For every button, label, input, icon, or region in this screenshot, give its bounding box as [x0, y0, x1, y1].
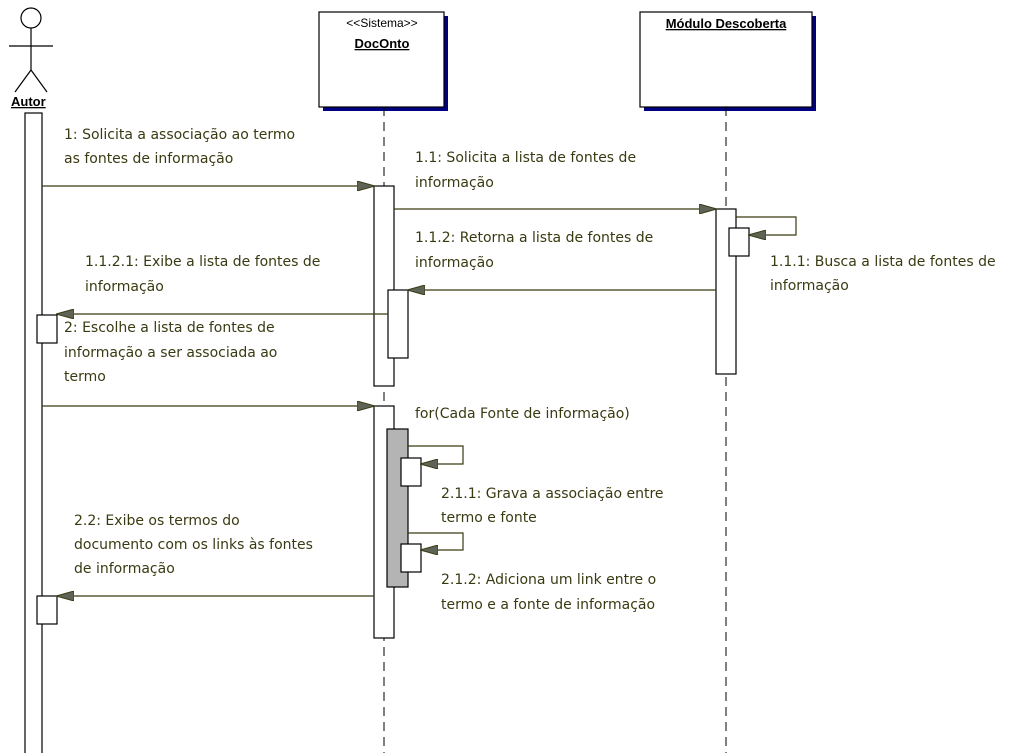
label-message-1-1-1: 1.1.1: Busca a lista de fontes de inform… — [770, 254, 1000, 294]
self-activation-2-1-2 — [400, 543, 422, 573]
object-doconto[interactable]: <<Sistema>> DocOnto — [318, 11, 448, 111]
autor-activation — [24, 112, 43, 753]
label-message-1-1-2: 1.1.2: Retorna a lista de fontes de info… — [415, 230, 658, 271]
actor-name: Autor — [11, 94, 46, 109]
label-message-2-1-2: 2.1.2: Adiciona um link entre o termo e … — [441, 572, 661, 613]
actor-autor[interactable]: Autor — [9, 7, 53, 109]
autor-activation-return — [36, 595, 58, 625]
label-message-1-1-2-1: 1.1.2.1: Exibe a lista de fontes de info… — [85, 254, 325, 295]
arrow-message-1-1-1[interactable] — [736, 216, 797, 235]
object-box — [318, 11, 445, 108]
label-message-1-1: 1.1: Solicita a lista de fontes de infor… — [415, 150, 641, 191]
modulo-self-activation — [728, 227, 750, 257]
label-message-2: 2: Escolhe a lista de fontes de informaç… — [64, 320, 282, 385]
object-box — [639, 11, 813, 108]
label-message-2-2: 2.2: Exibe os termos do documento com os… — [74, 513, 317, 577]
stick-figure-icon — [9, 7, 53, 93]
object-stereotype: <<Sistema>> — [346, 16, 417, 30]
doconto-activation-nested — [387, 289, 409, 359]
label-message-2-1-1: 2.1.1: Grava a associação entre termo e … — [441, 486, 668, 526]
label-message-1: 1: Solicita a associação ao termo as fon… — [64, 127, 300, 167]
arrow-message-2-1-2[interactable] — [408, 532, 464, 550]
arrow-message-2-1-1[interactable] — [408, 445, 464, 464]
object-modulo-descoberta[interactable]: Módulo Descoberta — [639, 11, 816, 111]
label-loop-condition: for(Cada Fonte de informação) — [415, 406, 630, 422]
object-name: Módulo Descoberta — [666, 16, 787, 31]
object-name: DocOnto — [355, 36, 410, 51]
self-activation-2-1-1 — [400, 457, 422, 487]
autor-activation-nested — [36, 314, 58, 344]
